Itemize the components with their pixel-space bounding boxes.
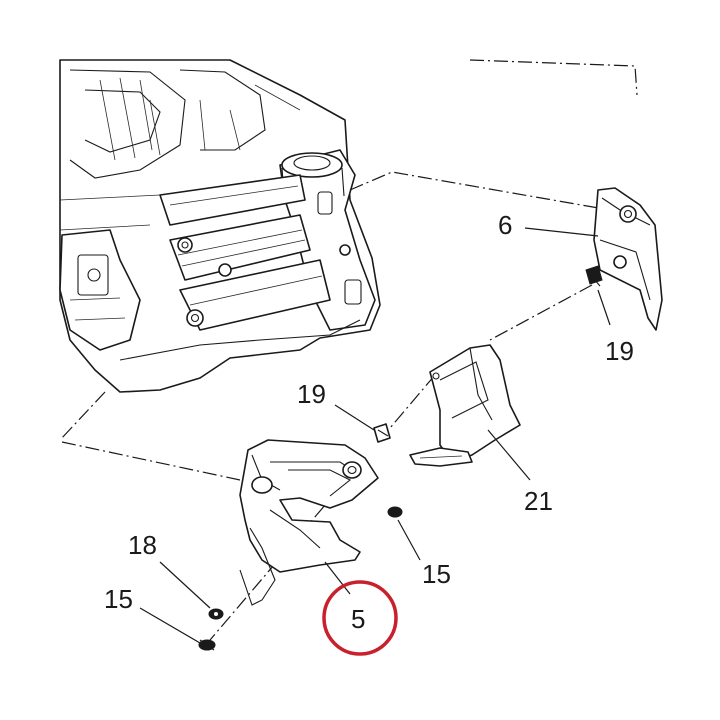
callout-15-lower: 15 [104, 584, 133, 614]
chassis-frame-assembly [59, 59, 381, 393]
callout-6: 6 [498, 210, 512, 240]
part-19-clip-lower [373, 423, 391, 443]
part-19-clip-upper [585, 265, 603, 287]
part-5-shield [239, 439, 379, 606]
callout-21: 21 [524, 486, 553, 516]
highlight-circle [322, 580, 398, 656]
alignment-lines [59, 59, 638, 641]
callout-18: 18 [128, 530, 157, 560]
callout-19-lower: 19 [297, 379, 326, 409]
part-15-screw-lower [198, 639, 216, 651]
leader-lines [139, 227, 611, 644]
part-15-screw-right [387, 506, 403, 518]
part-6-bracket [593, 187, 663, 331]
callout-15-right: 15 [422, 559, 451, 589]
callout-5: 5 [351, 604, 365, 634]
callout-19-upper: 19 [605, 336, 634, 366]
part-18-screw [208, 608, 224, 620]
part-21-duct [409, 344, 521, 467]
